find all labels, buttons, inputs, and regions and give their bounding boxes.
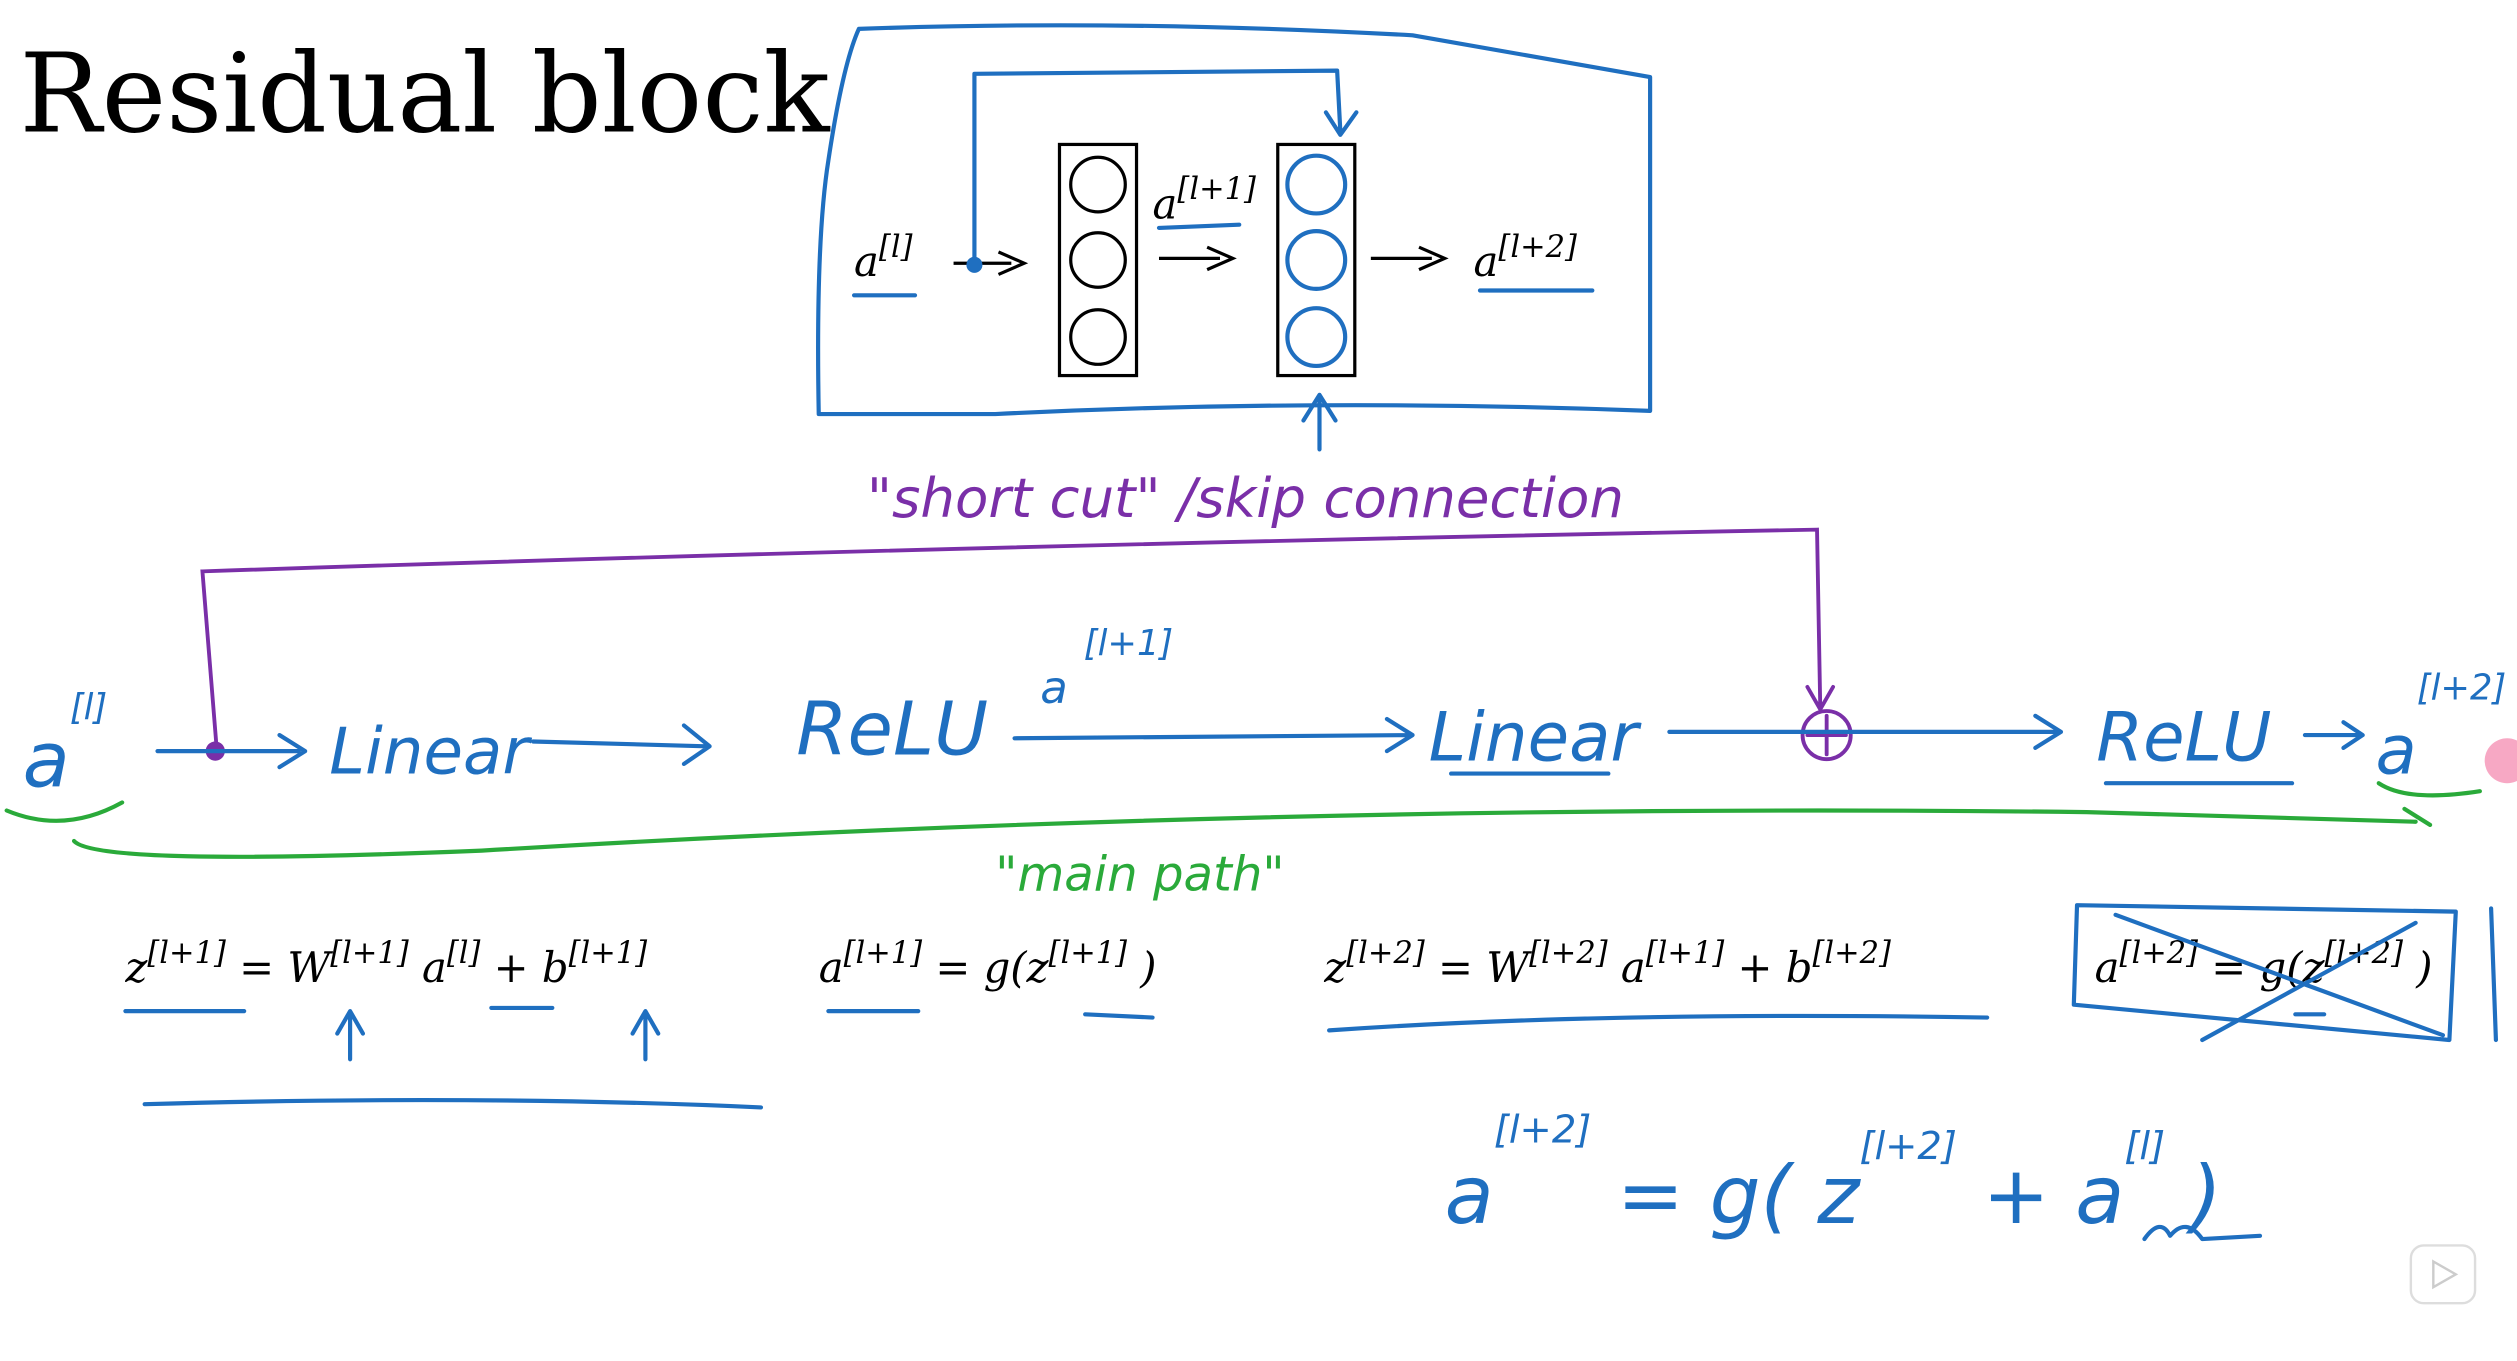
linear-1-label: Linear xyxy=(329,715,532,790)
layer-1 xyxy=(1057,142,1139,378)
skip-arrow-top xyxy=(972,68,1359,267)
blue-box-outline xyxy=(816,23,1653,417)
network-diagram: a[l] a[l+1] a[l+2] xyxy=(816,23,1653,452)
arrow xyxy=(530,723,712,767)
relu-1-label: ReLU xyxy=(796,686,988,772)
underlines xyxy=(123,1005,1990,1110)
equation-3: z[l+2] = W[l+2] a[l+1] + b[l+2] xyxy=(1323,924,1891,992)
flow-output: a[l+2] xyxy=(2376,668,2507,790)
play-button[interactable] xyxy=(2409,1244,2477,1305)
underline-squiggle xyxy=(2142,1224,2263,1242)
input-label: a[l] xyxy=(854,230,913,286)
flow-input: a[l] xyxy=(23,687,108,805)
neuron xyxy=(1285,306,1348,369)
layer-2 xyxy=(1276,142,1357,378)
main-path-annotation: "main path" xyxy=(995,847,1284,903)
main-flow: a[l] Linear ReLU a[l+1] Linear ReLU a[l+… xyxy=(23,623,2507,806)
neuron xyxy=(1285,229,1348,291)
handwritten-equation: a[l+2] = g( z[l+2] + a[l] ) xyxy=(1445,1069,2222,1242)
arrows xyxy=(953,245,1449,276)
equations: z[l+1] = W[l+1] a[l] + b[l+1] a[l+1] = g… xyxy=(123,903,2499,1110)
equation-1: z[l+1] = W[l+1] a[l] + b[l+1] xyxy=(124,924,647,992)
play-icon xyxy=(2432,1259,2459,1290)
neuron xyxy=(1069,155,1127,214)
skip-connection-line xyxy=(200,527,1835,754)
neuron xyxy=(1285,153,1348,216)
cross-out-box xyxy=(2071,903,2499,1043)
output-label: a[l+2] xyxy=(1474,230,1577,286)
mid-activation: a[l+1] xyxy=(1040,623,1173,714)
arrow xyxy=(2103,720,2365,786)
arrow xyxy=(1012,716,1415,754)
underlines xyxy=(851,222,1595,452)
side-badge[interactable] xyxy=(2484,738,2517,784)
main-path-line xyxy=(4,781,2482,859)
neuron xyxy=(1069,308,1127,366)
equation-2: a[l+1] = g(z[l+1] ) xyxy=(819,924,1157,992)
hidden-label: a[l+1] xyxy=(1153,172,1256,228)
linear-2-label: Linear xyxy=(1429,698,1643,777)
arrow xyxy=(155,732,308,770)
plus-icon xyxy=(1805,713,1848,757)
arrow xyxy=(1449,713,2064,776)
shortcut-annotation: "short cut" /skip connection xyxy=(867,466,1624,530)
neuron xyxy=(1069,231,1127,289)
add-node xyxy=(1800,709,1853,762)
slide-title: Residual block xyxy=(19,31,830,158)
relu-2-label: ReLU xyxy=(2096,698,2271,777)
branch-dot xyxy=(966,256,983,273)
equation-4-crossed: a[l+2] = g(z[l+2] ) xyxy=(2095,924,2433,992)
